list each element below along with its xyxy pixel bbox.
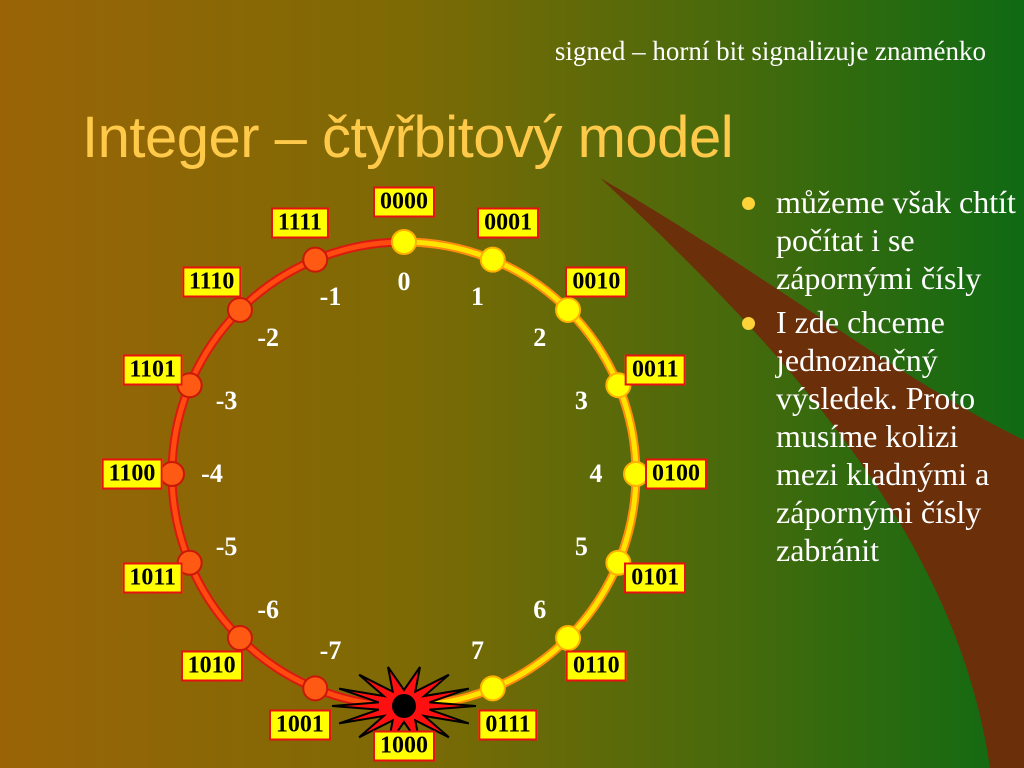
wheel-dot (479, 246, 506, 273)
binary-label: 0010 (565, 266, 628, 298)
value-label: -4 (201, 459, 223, 488)
value-label: -7 (319, 636, 342, 666)
binary-label: 0000 (373, 186, 435, 218)
bullet-icon (742, 197, 755, 210)
binary-label: 1001 (268, 709, 331, 741)
value-label: 6 (533, 594, 547, 624)
binary-label: 0110 (565, 650, 627, 682)
binary-label: 1111 (270, 207, 329, 239)
value-label: -5 (215, 532, 238, 562)
bullet-icon (742, 317, 755, 330)
bullet-text: můžeme však chtít počítat i se zápornými… (776, 184, 1016, 296)
value-label: 5 (574, 532, 588, 562)
binary-label: 1010 (180, 650, 243, 682)
bullet-text: I zde chceme jednoznačný výsledek. Proto… (776, 304, 990, 568)
wheel-dot (226, 296, 253, 323)
value-label: 1 (470, 281, 484, 311)
wheel-dot (555, 296, 582, 323)
slide-title: Integer – čtyřbitový model (82, 105, 734, 170)
value-label: -1 (319, 281, 342, 311)
value-label: 0 (397, 267, 411, 296)
value-label: -2 (257, 323, 280, 353)
binary-label: 0001 (477, 207, 540, 239)
binary-label: 1110 (181, 266, 242, 298)
binary-label: 0111 (478, 709, 538, 741)
value-label: 3 (574, 385, 588, 415)
value-label: -3 (215, 385, 238, 415)
binary-label: 0101 (624, 562, 687, 594)
bullet-list: můžeme však chtít počítat i se zápornými… (738, 183, 1018, 575)
value-label: 4 (589, 459, 603, 488)
wheel-dot (226, 625, 253, 652)
bullet-item: můžeme však chtít počítat i se zápornými… (738, 183, 1018, 297)
wheel-dot (391, 229, 417, 255)
wheel-dot (302, 675, 329, 702)
binary-label: 1100 (101, 458, 163, 490)
value-label: 7 (470, 636, 484, 666)
binary-label: 0100 (645, 458, 707, 490)
binary-label: 0011 (624, 354, 686, 386)
value-label: 2 (533, 323, 547, 353)
slide-subtitle: signed – horní bit signalizuje znaménko (554, 36, 986, 66)
wheel-dot (302, 246, 329, 273)
wheel-dot (159, 461, 185, 487)
value-label: -6 (257, 594, 280, 624)
binary-label: 1101 (122, 354, 184, 386)
wheel-dot (479, 675, 506, 702)
binary-label: 1000 (373, 730, 435, 762)
bullet-item: I zde chceme jednoznačný výsledek. Proto… (738, 303, 1018, 569)
wheel-dot (555, 625, 582, 652)
wheel-dot (392, 694, 416, 718)
binary-label: 1011 (122, 562, 184, 594)
